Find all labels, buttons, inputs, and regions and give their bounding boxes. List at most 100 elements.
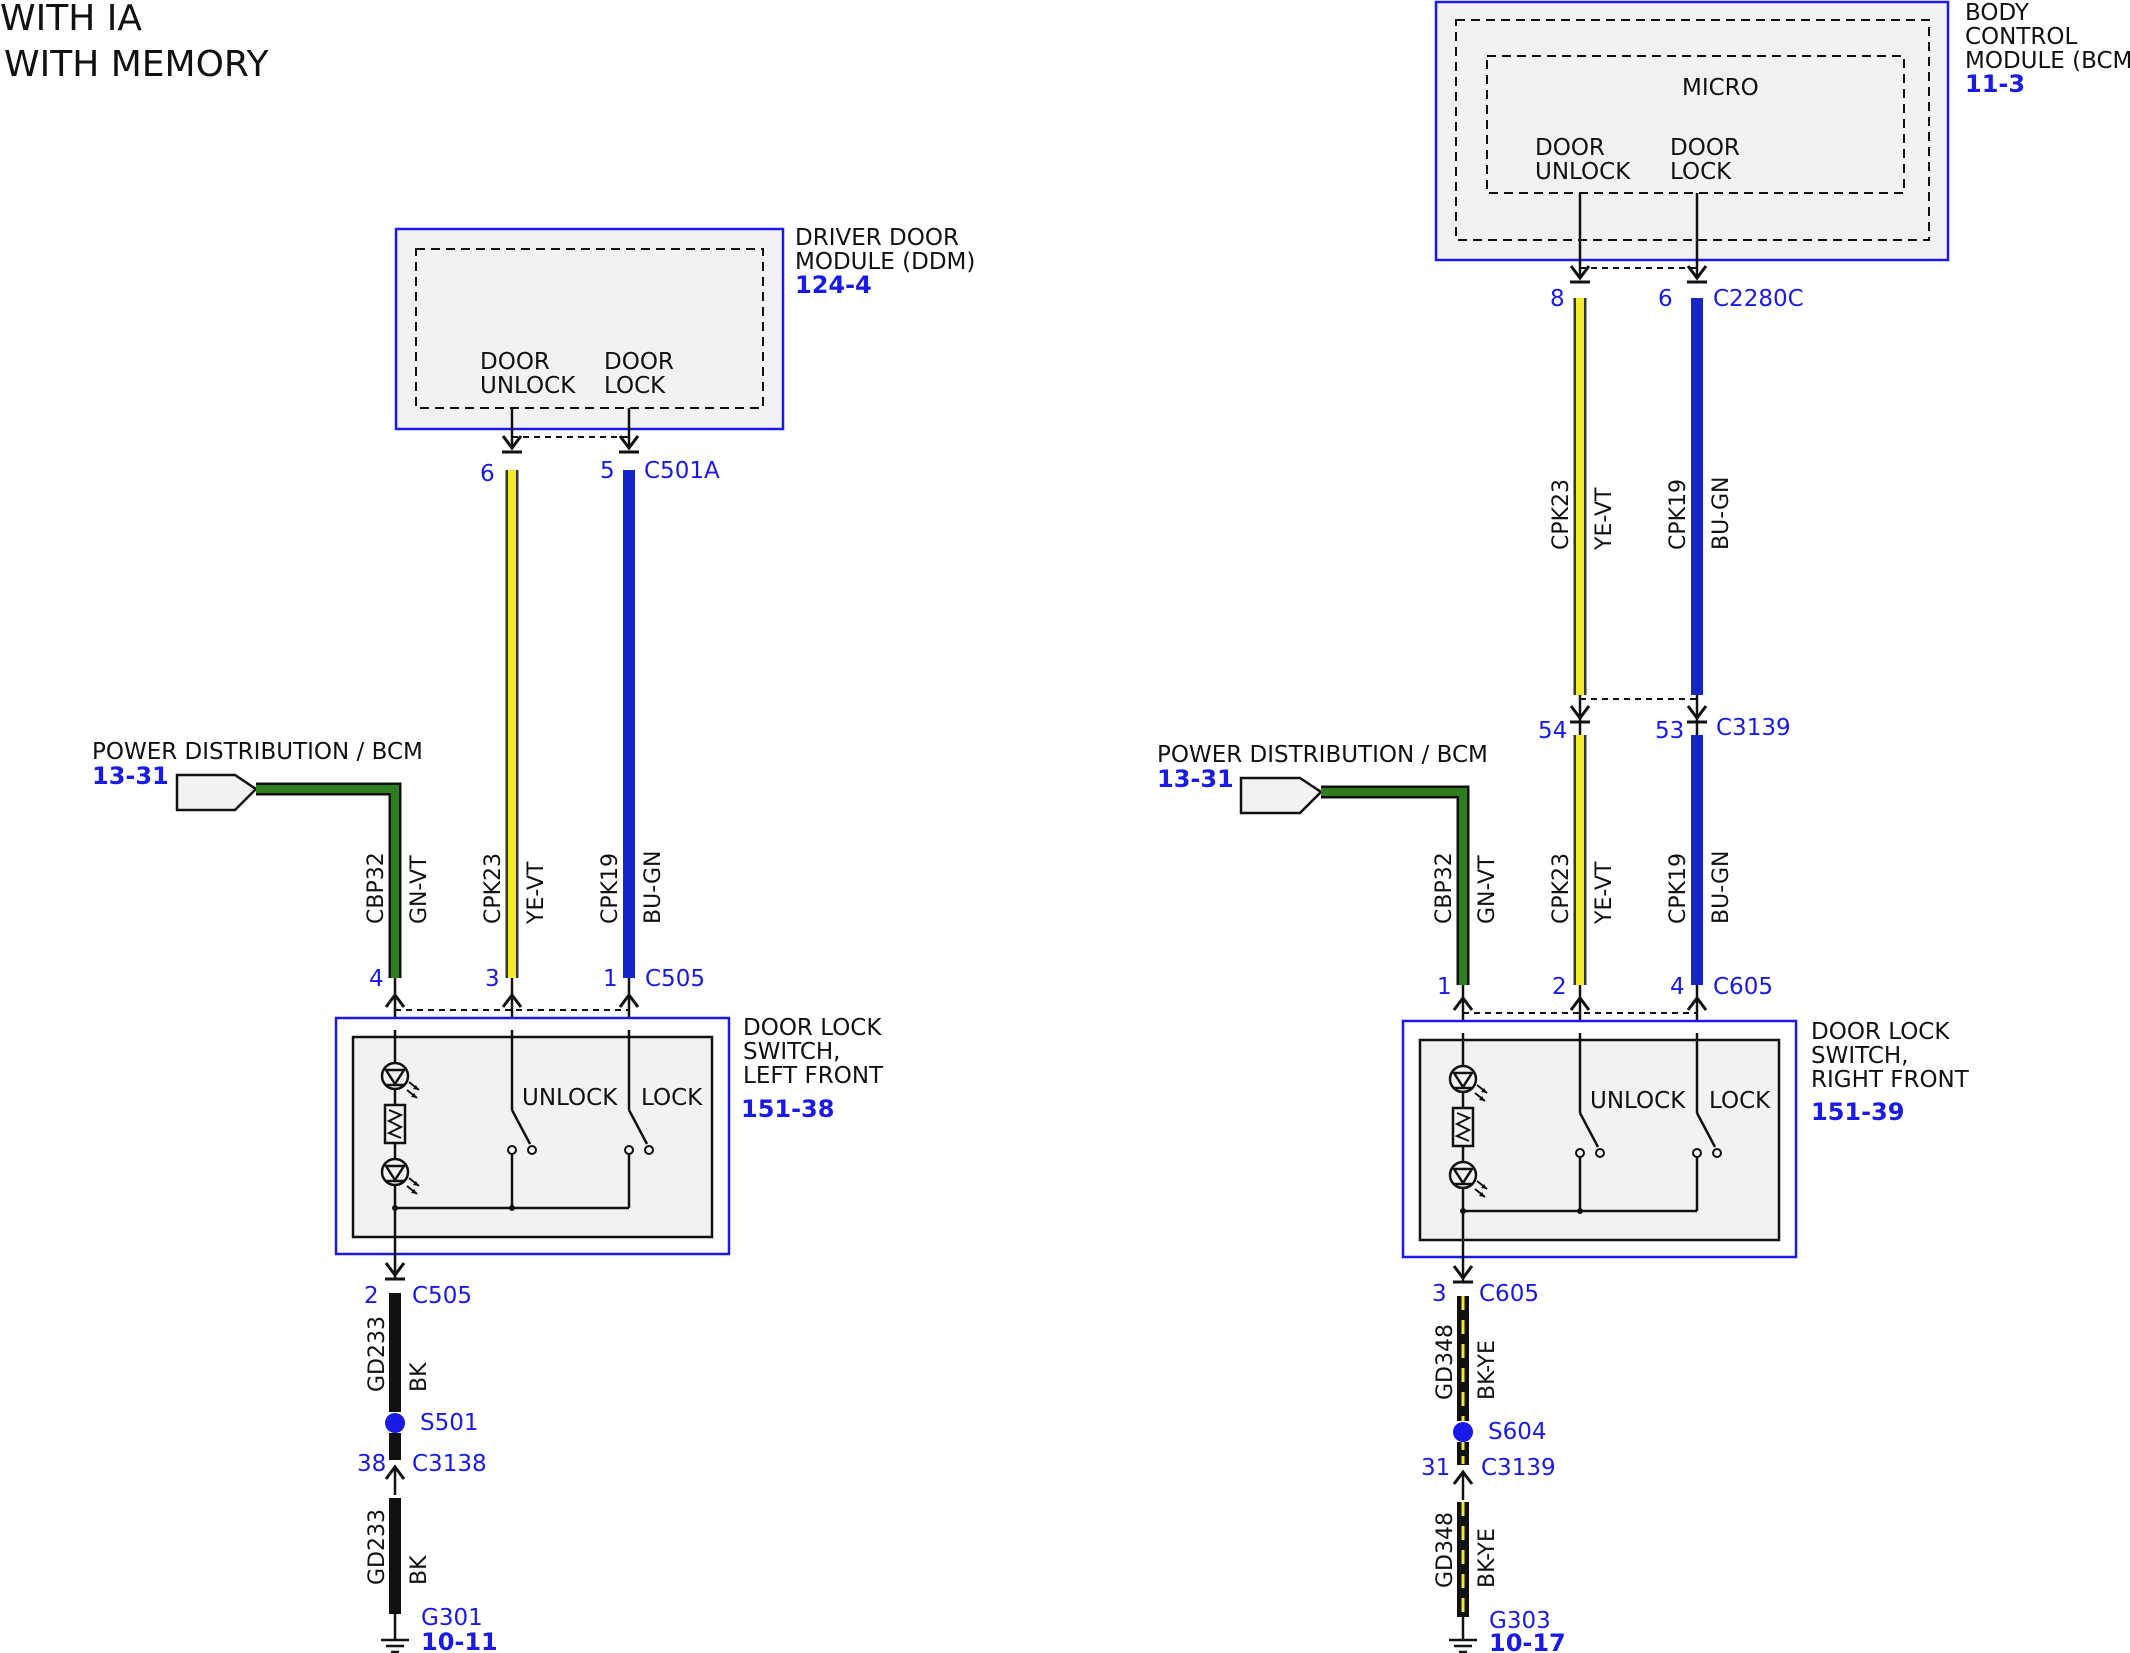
c501a-label: C501A <box>644 458 720 484</box>
c505-pin-ground: 2 <box>364 1283 379 1309</box>
c3138-label: C3138 <box>412 1451 487 1477</box>
right-switch-inner <box>1418 1038 1781 1242</box>
c605-pin-yellow: 2 <box>1552 974 1567 1000</box>
c505-pin-yellow: 3 <box>485 966 500 992</box>
right-yellow-circuit-upper: CPK23 <box>1549 479 1574 550</box>
c505-pin-green: 4 <box>369 966 384 992</box>
c3139-pin-unlock: 54 <box>1538 718 1567 744</box>
right-blue-color: BU-GN <box>1709 851 1734 924</box>
c505-bottom-label: C505 <box>412 1283 472 1309</box>
splice-s501-label: S501 <box>420 1410 479 1436</box>
ground-g303-ref: 10-17 <box>1489 1629 1566 1653</box>
right-yellow-color-upper: YE-VT <box>1592 487 1617 551</box>
left-ground-color-upper: BK <box>407 1362 432 1392</box>
left-yellow-circuit: CPK23 <box>481 853 506 924</box>
left-switch-title-3: LEFT FRONT <box>743 1063 884 1089</box>
right-switch-unlock: UNLOCK <box>1590 1088 1686 1114</box>
ground-g303: G303 <box>1489 1608 1551 1634</box>
splice-s604-label: S604 <box>1488 1419 1547 1445</box>
left-blue-circuit: CPK19 <box>598 853 623 924</box>
ddm-lock-label-1: DOOR <box>604 349 674 375</box>
right-power-connector <box>1239 776 1323 815</box>
right-green-wire <box>1321 788 1467 985</box>
bcm-inner-box <box>1455 19 1930 241</box>
left-switch-unlock: UNLOCK <box>522 1085 618 1111</box>
c605-label: C605 <box>1713 974 1773 1000</box>
bcm-title-line3: MODULE (BCM) <box>1965 48 2130 74</box>
ddm-unlock-label-1: DOOR <box>480 349 550 375</box>
c3139-bottom-label: C3139 <box>1481 1455 1556 1481</box>
right-switch-title-3: RIGHT FRONT <box>1811 1067 1970 1093</box>
right-blue-color-upper: BU-GN <box>1709 477 1734 550</box>
ground-g301-ref: 10-11 <box>421 1628 498 1653</box>
left-switch-lock: LOCK <box>641 1085 703 1111</box>
bcm-ref: 11-3 <box>1965 70 2025 98</box>
left-switch-ref: 151-38 <box>741 1095 834 1123</box>
right-yellow-color: YE-VT <box>1592 861 1617 925</box>
left-yellow-color: YE-VT <box>524 861 549 925</box>
bcm-title-line1: BODY <box>1965 0 2030 26</box>
c501a-pin-unlock: 6 <box>480 461 495 487</box>
right-green-color: GN-VT <box>1475 855 1500 924</box>
left-ground-color-lower: BK <box>407 1555 432 1585</box>
c2280c-pin-lock: 6 <box>1658 286 1673 312</box>
c3138-pin: 38 <box>357 1451 386 1477</box>
right-blue-circuit-upper: CPK19 <box>1666 479 1691 550</box>
left-power-ref: 13-31 <box>92 762 169 790</box>
bcm-lock-label-2: LOCK <box>1670 159 1732 185</box>
right-green-circuit: CBP32 <box>1432 852 1457 924</box>
ddm-unlock-label-2: UNLOCK <box>480 373 576 399</box>
c505-pin-blue: 1 <box>603 966 618 992</box>
c505-label: C505 <box>645 966 705 992</box>
right-ground-color-upper: BK-YE <box>1475 1340 1500 1400</box>
left-green-color: GN-VT <box>407 855 432 924</box>
c605-pin-blue: 4 <box>1670 974 1685 1000</box>
right-power-label: POWER DISTRIBUTION / BCM <box>1157 742 1488 768</box>
ddm-ref: 124-4 <box>795 271 872 299</box>
right-ground-circuit-upper: GD348 <box>1433 1324 1458 1400</box>
bcm-module-box <box>1434 0 1950 262</box>
splice-s604 <box>1453 1422 1473 1442</box>
right-blue-circuit: CPK19 <box>1666 853 1691 924</box>
left-ground-symbol <box>379 1638 411 1653</box>
c3139-bottom-pin: 31 <box>1421 1455 1450 1481</box>
left-blue-color: BU-GN <box>641 851 666 924</box>
c605-pin-green: 1 <box>1437 974 1452 1000</box>
left-ground-circuit-upper: GD233 <box>365 1316 390 1392</box>
right-ground-color-lower: BK-YE <box>1475 1528 1500 1588</box>
bcm-title-line2: CONTROL <box>1965 24 2078 50</box>
ddm-module-box <box>394 227 785 431</box>
ddm-title-line2: MODULE (DDM) <box>795 249 975 275</box>
right-switch-ref: 151-39 <box>1811 1098 1904 1126</box>
right-ground-circuit-lower: GD348 <box>1433 1512 1458 1588</box>
bcm-unlock-label-2: UNLOCK <box>1535 159 1631 185</box>
header-line1: WITH IA <box>0 0 142 39</box>
left-switch-title-1: DOOR LOCK <box>743 1015 882 1041</box>
ddm-lock-label-2: LOCK <box>604 373 666 399</box>
c3139-top-label: C3139 <box>1716 715 1791 741</box>
bcm-lock-label-1: DOOR <box>1670 135 1740 161</box>
left-green-circuit: CBP32 <box>364 852 389 924</box>
header-line2: WITH MEMORY <box>4 44 270 85</box>
right-switch-lock: LOCK <box>1709 1088 1771 1114</box>
left-green-wire <box>256 785 399 978</box>
right-switch-title-2: SWITCH, <box>1811 1043 1909 1069</box>
bcm-micro-label: MICRO <box>1682 75 1759 101</box>
right-switch-title-1: DOOR LOCK <box>1811 1019 1950 1045</box>
right-circuit: MICRO DOOR UNLOCK DOOR LOCK BODY CONTROL… <box>1157 0 2130 1653</box>
left-power-label: POWER DISTRIBUTION / BCM <box>92 739 423 765</box>
left-ground-circuit-lower: GD233 <box>365 1509 390 1585</box>
c3139-pin-lock: 53 <box>1655 718 1684 744</box>
splice-s501 <box>385 1413 405 1433</box>
left-circuit: DOOR UNLOCK DOOR LOCK DRIVER DOOR MODULE… <box>92 225 975 1653</box>
c501a-pin-lock: 5 <box>600 458 615 484</box>
c2280c-pin-unlock: 8 <box>1550 286 1565 312</box>
left-switch-inner <box>351 1035 714 1239</box>
c605-pin-ground: 3 <box>1432 1281 1447 1307</box>
left-power-connector <box>175 773 258 812</box>
right-power-ref: 13-31 <box>1157 765 1234 793</box>
bcm-unlock-label-1: DOOR <box>1535 135 1605 161</box>
c605-bottom-label: C605 <box>1479 1281 1539 1307</box>
ddm-title-line1: DRIVER DOOR <box>795 225 959 251</box>
